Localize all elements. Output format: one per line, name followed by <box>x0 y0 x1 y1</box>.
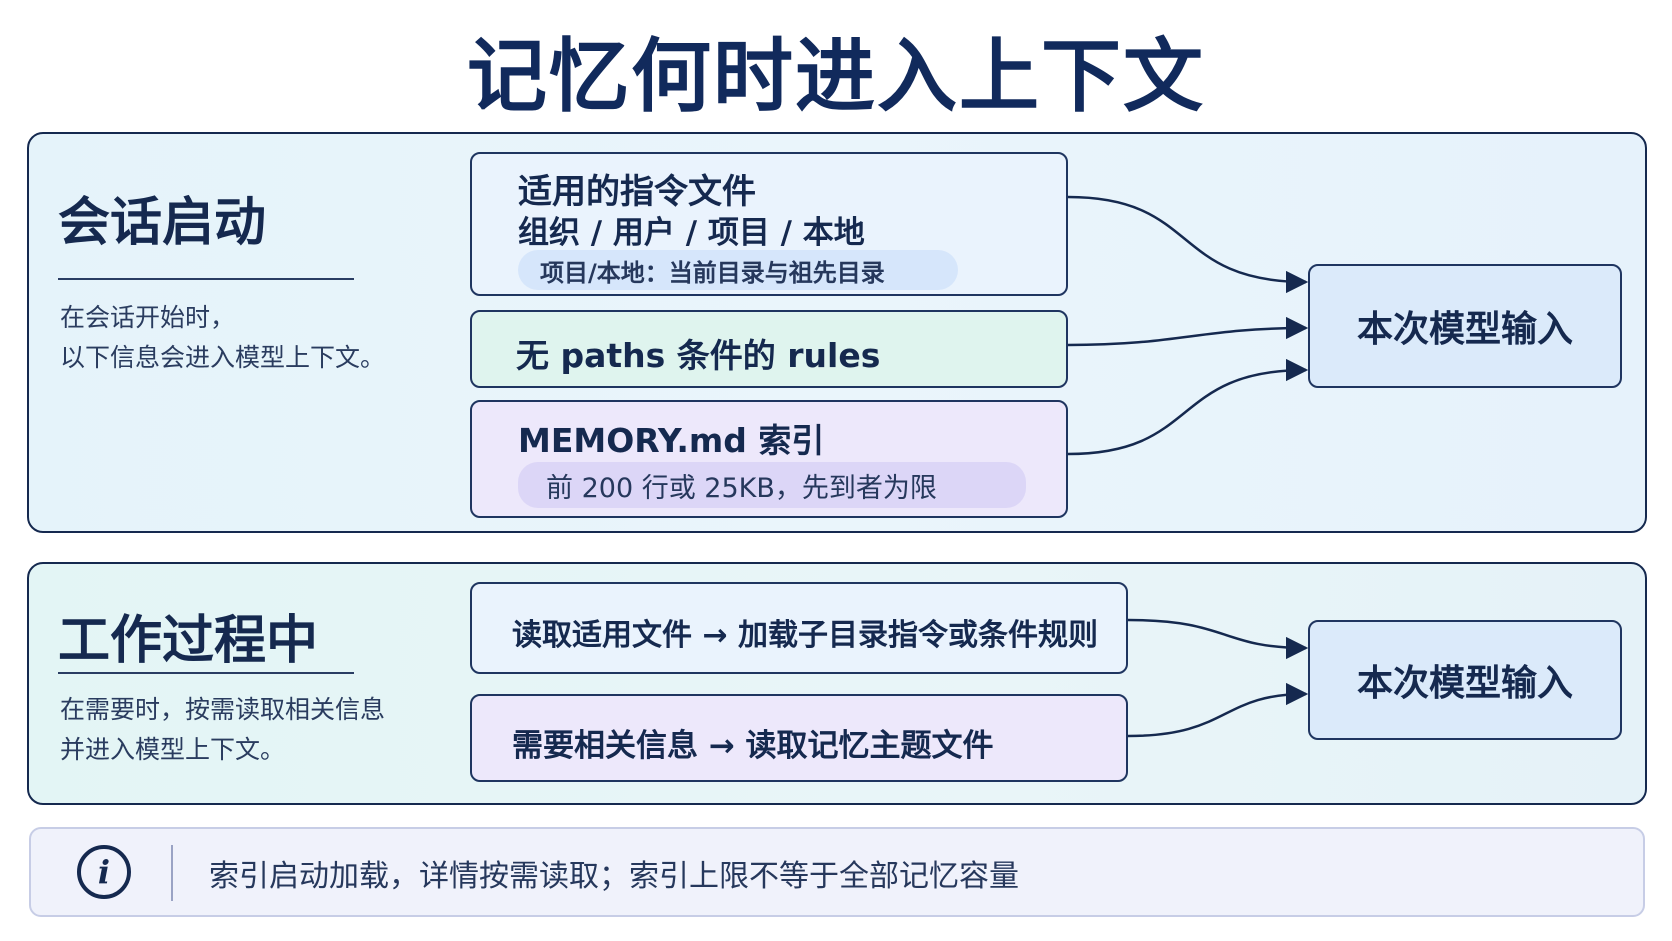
model-input-target-start: 本次模型输入 <box>1308 264 1622 388</box>
arrow-memory-index <box>1067 358 1309 456</box>
during-work-divider <box>58 672 354 674</box>
read-files-box: 读取适用文件 → 加载子目录指令或条件规则 <box>470 582 1128 674</box>
during-work-description-line1: 在需要时，按需读取相关信息 <box>60 695 386 724</box>
during-work-title: 工作过程中 <box>58 611 319 671</box>
rules-label: 无 paths 条件的 rules <box>516 336 881 375</box>
arrow-instruction-files <box>1067 195 1309 294</box>
memory-index-box: MEMORY.md 索引 前 200 行或 25KB，先到者为限 <box>470 400 1068 518</box>
session-start-title: 会话启动 <box>58 193 267 253</box>
session-start-description-line2: 以下信息会进入模型上下文。 <box>60 343 386 372</box>
memory-index-note: 前 200 行或 25KB，先到者为限 <box>518 462 1026 508</box>
rules-box: 无 paths 条件的 rules <box>470 310 1068 388</box>
model-input-target-work: 本次模型输入 <box>1308 620 1622 740</box>
instruction-files-box: 适用的指令文件 组织 / 用户 / 项目 / 本地 项目/本地：当前目录与祖先目… <box>470 152 1068 296</box>
info-icon: i <box>77 845 131 899</box>
footer-note: i 索引启动加载，详情按需读取；索引上限不等于全部记忆容量 <box>29 827 1645 917</box>
arrow-read-files <box>1127 618 1309 660</box>
session-start-description: 在会话开始时， 以下信息会进入模型上下文。 <box>60 298 385 378</box>
session-start-divider <box>58 278 354 280</box>
memory-index-title: MEMORY.md 索引 <box>518 421 825 460</box>
session-start-description-line1: 在会话开始时， <box>60 303 236 332</box>
need-info-box: 需要相关信息 → 读取记忆主题文件 <box>470 694 1128 782</box>
during-work-description-line2: 并进入模型上下文。 <box>60 735 286 764</box>
page-title: 记忆何时进入上下文 <box>467 30 1205 123</box>
read-files-label: 读取适用文件 → 加载子目录指令或条件规则 <box>512 618 1099 653</box>
need-info-label: 需要相关信息 → 读取记忆主题文件 <box>512 728 994 764</box>
instruction-files-note: 项目/本地：当前目录与祖先目录 <box>518 250 958 290</box>
instruction-files-title: 适用的指令文件 <box>518 172 756 212</box>
footer-note-text: 索引启动加载，详情按需读取；索引上限不等于全部记忆容量 <box>209 859 1019 894</box>
arrow-need-info <box>1127 682 1309 738</box>
arrow-rules <box>1067 316 1309 347</box>
footer-note-divider <box>171 845 173 901</box>
instruction-files-subtitle: 组织 / 用户 / 项目 / 本地 <box>518 215 865 251</box>
during-work-description: 在需要时，按需读取相关信息 并进入模型上下文。 <box>60 690 385 770</box>
